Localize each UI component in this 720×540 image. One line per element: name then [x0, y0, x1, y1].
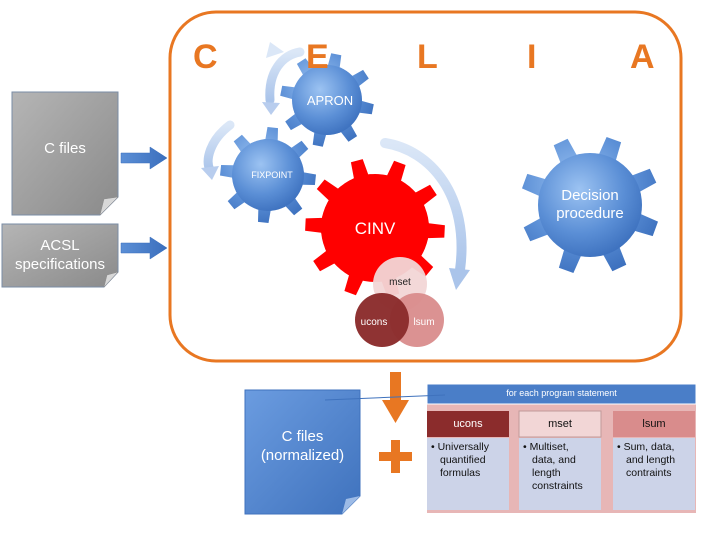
col-header-lsum [613, 411, 695, 437]
gear-apron-hub [292, 65, 362, 135]
body-ucons: • Universally quantified formulas [431, 441, 507, 480]
gear-cinv-hub [321, 174, 429, 282]
lsum-line-3: contraints [626, 467, 672, 479]
curved-arrow-apron-top-head [262, 102, 280, 115]
c-files-label: C files [44, 140, 86, 157]
curved-arrow-fixpoint-left-head [201, 166, 219, 180]
lsum-line-1: Sum, data, [623, 441, 675, 453]
col-body-ucons [427, 438, 509, 510]
header-ucons: ucons [453, 418, 483, 430]
apron-label: APRON [306, 93, 354, 108]
fixpoint-label: FIXPOINT [251, 170, 293, 180]
normalized-label-line2: (normalized) [260, 447, 345, 464]
header-lsum: lsum [642, 418, 666, 430]
ucons-line-2: quantified [440, 454, 486, 466]
curved-arrow-cinv-right [380, 138, 467, 275]
celia-letter-a: A [630, 38, 655, 76]
header-mset: mset [548, 418, 572, 430]
ucons-line-3: formulas [440, 467, 481, 479]
celia-letter-l: L [417, 38, 438, 76]
normalized-label-line1: C files [281, 428, 324, 445]
celia-letter-c: C [193, 38, 218, 76]
mset-line-1: Multiset, [529, 441, 569, 453]
col-header-mset [518, 410, 602, 438]
mset-line-2: data, and [532, 454, 576, 466]
arrow-c-files [120, 146, 168, 170]
decision-label-line1: Decision [561, 187, 619, 204]
celia-letter-e: E [306, 38, 329, 76]
curved-arrow-cinv-right-head [449, 268, 470, 290]
lsum-label: lsum [413, 317, 435, 328]
cinv-label: CINV [354, 219, 396, 238]
col-body-lsum [613, 438, 695, 510]
decision-label-line2: procedure [556, 205, 624, 222]
acsl-label-line1: ACSL [40, 237, 80, 254]
mset-line-4: constraints [532, 480, 583, 492]
body-lsum: • Sum, data, and length contraints [617, 441, 693, 480]
acsl-label-line2: specifications [14, 256, 106, 273]
gear-decision-hub [538, 153, 642, 257]
celia-letter-i: I [527, 38, 537, 76]
curved-arrow-apron-tail [266, 42, 284, 58]
circle-ucons [355, 293, 409, 347]
col-header-ucons [427, 411, 509, 437]
mset-label: mset [389, 277, 411, 288]
banner-connector [324, 394, 446, 401]
mset-line-3: length [532, 467, 561, 479]
plus-sign-h [379, 452, 412, 461]
ucons-line-1: Universally [437, 441, 489, 453]
table-banner-text: for each program statement [506, 388, 617, 398]
ucons-label: ucons [360, 317, 388, 328]
curved-arrow-apron-top [265, 47, 305, 105]
arrow-acsl [120, 236, 168, 260]
lsum-line-2: and length [626, 454, 676, 466]
gear-fixpoint-hub [232, 139, 304, 211]
col-body-mset [519, 438, 601, 510]
body-mset: • Multiset, data, and length constraints [523, 441, 599, 493]
table-banner [426, 383, 697, 405]
